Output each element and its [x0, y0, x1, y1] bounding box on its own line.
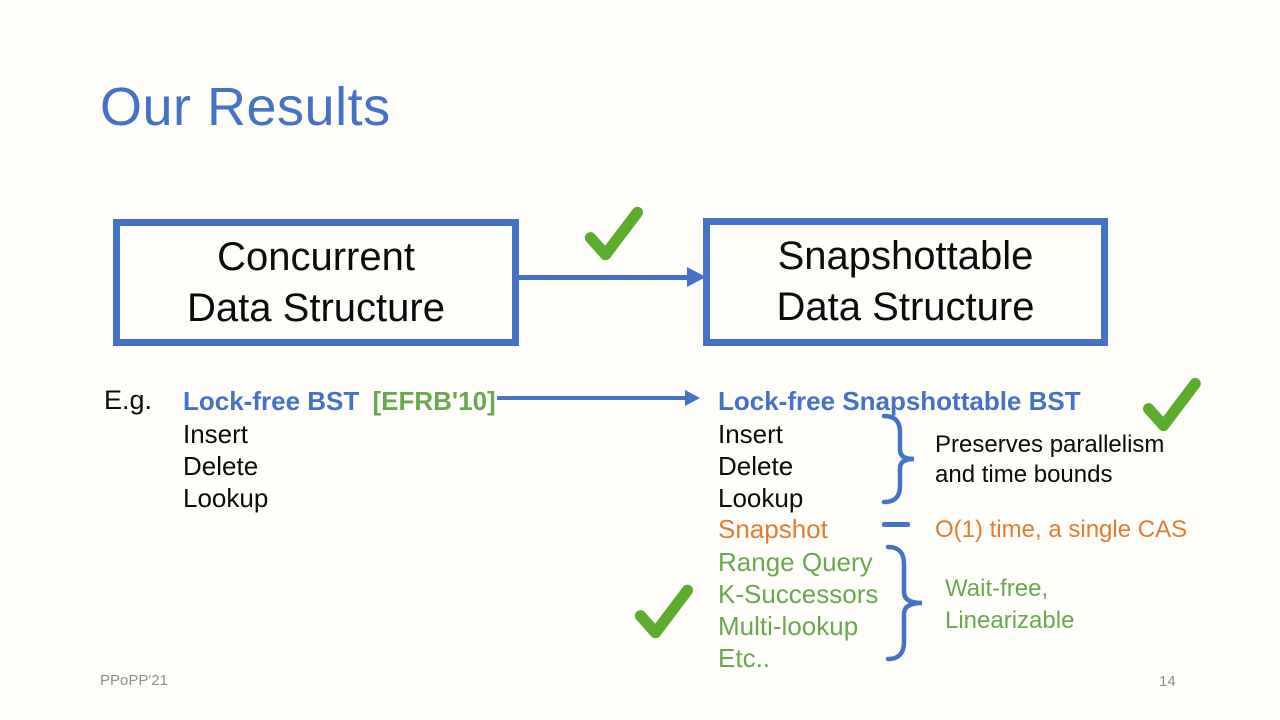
right-arrow-head-icon — [685, 390, 700, 406]
list-item: K-Successors — [718, 579, 879, 609]
right-brace-icon — [885, 544, 923, 662]
right-brace-icon — [881, 413, 915, 505]
snapshot-operation: Snapshot — [718, 514, 828, 544]
query-operations-list: Range Query K-Successors Multi-lookup Et… — [718, 546, 878, 674]
query-annotation: Wait-free, Linearizable — [945, 573, 1074, 637]
list-item: Etc.. — [718, 643, 771, 673]
list-item: Lookup — [183, 483, 269, 513]
footer-venue: PPoPP'21 — [100, 672, 168, 689]
lock-free-bst-name: Lock-free BST — [183, 386, 360, 416]
list-item: Lookup — [718, 483, 804, 513]
annotation-line: Preserves parallelism — [935, 431, 1165, 458]
citation-label: [EFRB'10] — [372, 386, 496, 416]
left-operations-list: Insert Delete Lookup — [183, 418, 268, 514]
checkmark-icon — [634, 584, 694, 639]
checkmark-icon — [1143, 377, 1201, 432]
footer-page-number: 14 — [1159, 673, 1176, 690]
list-item: Insert — [183, 419, 249, 449]
ops-annotation: Preserves parallelism and time bounds — [935, 430, 1164, 490]
right-arrow-icon — [519, 275, 689, 280]
lock-free-snapshottable-bst-title: Lock-free Snapshottable BST — [718, 386, 1081, 416]
right-arrow-head-icon — [687, 267, 706, 287]
slide-title: Our Results — [100, 77, 391, 137]
example-label: E.g. — [104, 385, 153, 415]
box-text-line: Concurrent — [217, 234, 415, 279]
annotation-line: Wait-free, — [945, 575, 1049, 602]
dash-connector-icon — [882, 522, 910, 527]
list-item: Delete — [718, 451, 794, 481]
box-text-line: Data Structure — [187, 285, 445, 330]
right-arrow-icon — [497, 396, 687, 400]
right-operations-list: Insert Delete Lookup — [718, 418, 803, 514]
list-item: Range Query — [718, 547, 873, 577]
concurrent-data-structure-box: Concurrent Data Structure — [113, 219, 519, 346]
checkmark-icon — [584, 206, 644, 261]
lock-free-bst-title: Lock-free BST [EFRB'10] — [183, 386, 496, 417]
list-item: Insert — [718, 419, 784, 449]
list-item: Multi-lookup — [718, 611, 859, 641]
annotation-line: Linearizable — [945, 607, 1075, 634]
list-item: Delete — [183, 451, 259, 481]
box-text-line: Data Structure — [776, 285, 1035, 329]
snapshottable-data-structure-box: Snapshottable Data Structure — [703, 218, 1108, 346]
box-text-line: Snapshottable — [777, 234, 1034, 278]
snapshot-annotation: O(1) time, a single CAS — [935, 516, 1188, 543]
annotation-line: and time bounds — [935, 461, 1113, 488]
